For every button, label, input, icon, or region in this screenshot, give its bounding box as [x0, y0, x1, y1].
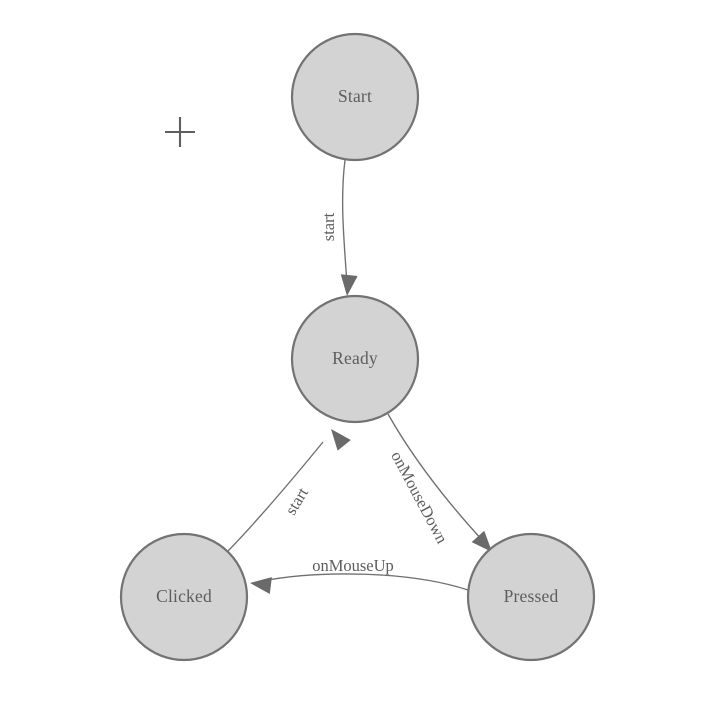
edge-label-clicked-to-ready: start	[281, 484, 312, 518]
node-clicked[interactable]: Clicked	[119, 532, 249, 662]
edge-line-pressed-to-clicked	[261, 573, 469, 591]
node-ready[interactable]: Ready	[290, 294, 420, 424]
edge-arrowhead-start-to-ready	[340, 274, 358, 296]
node-circle-start[interactable]	[290, 32, 420, 162]
node-label-clicked: Clicked	[156, 586, 212, 606]
edge-line-ready-to-pressed	[387, 413, 484, 542]
plus-marker	[165, 117, 195, 147]
edge-label-pressed-to-clicked: onMouseUp	[312, 556, 394, 575]
edge-arrowhead-ready-to-pressed	[471, 530, 492, 552]
edge-pressed-to-clicked[interactable]: onMouseUp	[249, 556, 469, 594]
edge-start-to-ready[interactable]: start	[319, 159, 358, 297]
edge-arrowhead-clicked-to-ready	[331, 429, 351, 451]
edge-line-clicked-to-ready	[227, 441, 324, 552]
node-label-ready: Ready	[332, 348, 378, 368]
edge-line-start-to-ready	[341, 159, 348, 285]
node-circle-ready[interactable]	[290, 294, 420, 424]
node-start[interactable]: Start	[290, 32, 420, 162]
node-pressed[interactable]: Pressed	[466, 532, 596, 662]
edge-ready-to-pressed[interactable]: onMouseDown	[387, 413, 498, 558]
edge-arrowhead-pressed-to-clicked	[250, 577, 272, 594]
node-label-pressed: Pressed	[504, 586, 559, 606]
edge-clicked-to-ready[interactable]: start	[227, 424, 351, 552]
node-label-start: Start	[338, 86, 372, 106]
edge-label-start-to-ready: start	[319, 212, 338, 241]
node-circle-pressed[interactable]	[466, 532, 596, 662]
node-circle-clicked[interactable]	[119, 532, 249, 662]
